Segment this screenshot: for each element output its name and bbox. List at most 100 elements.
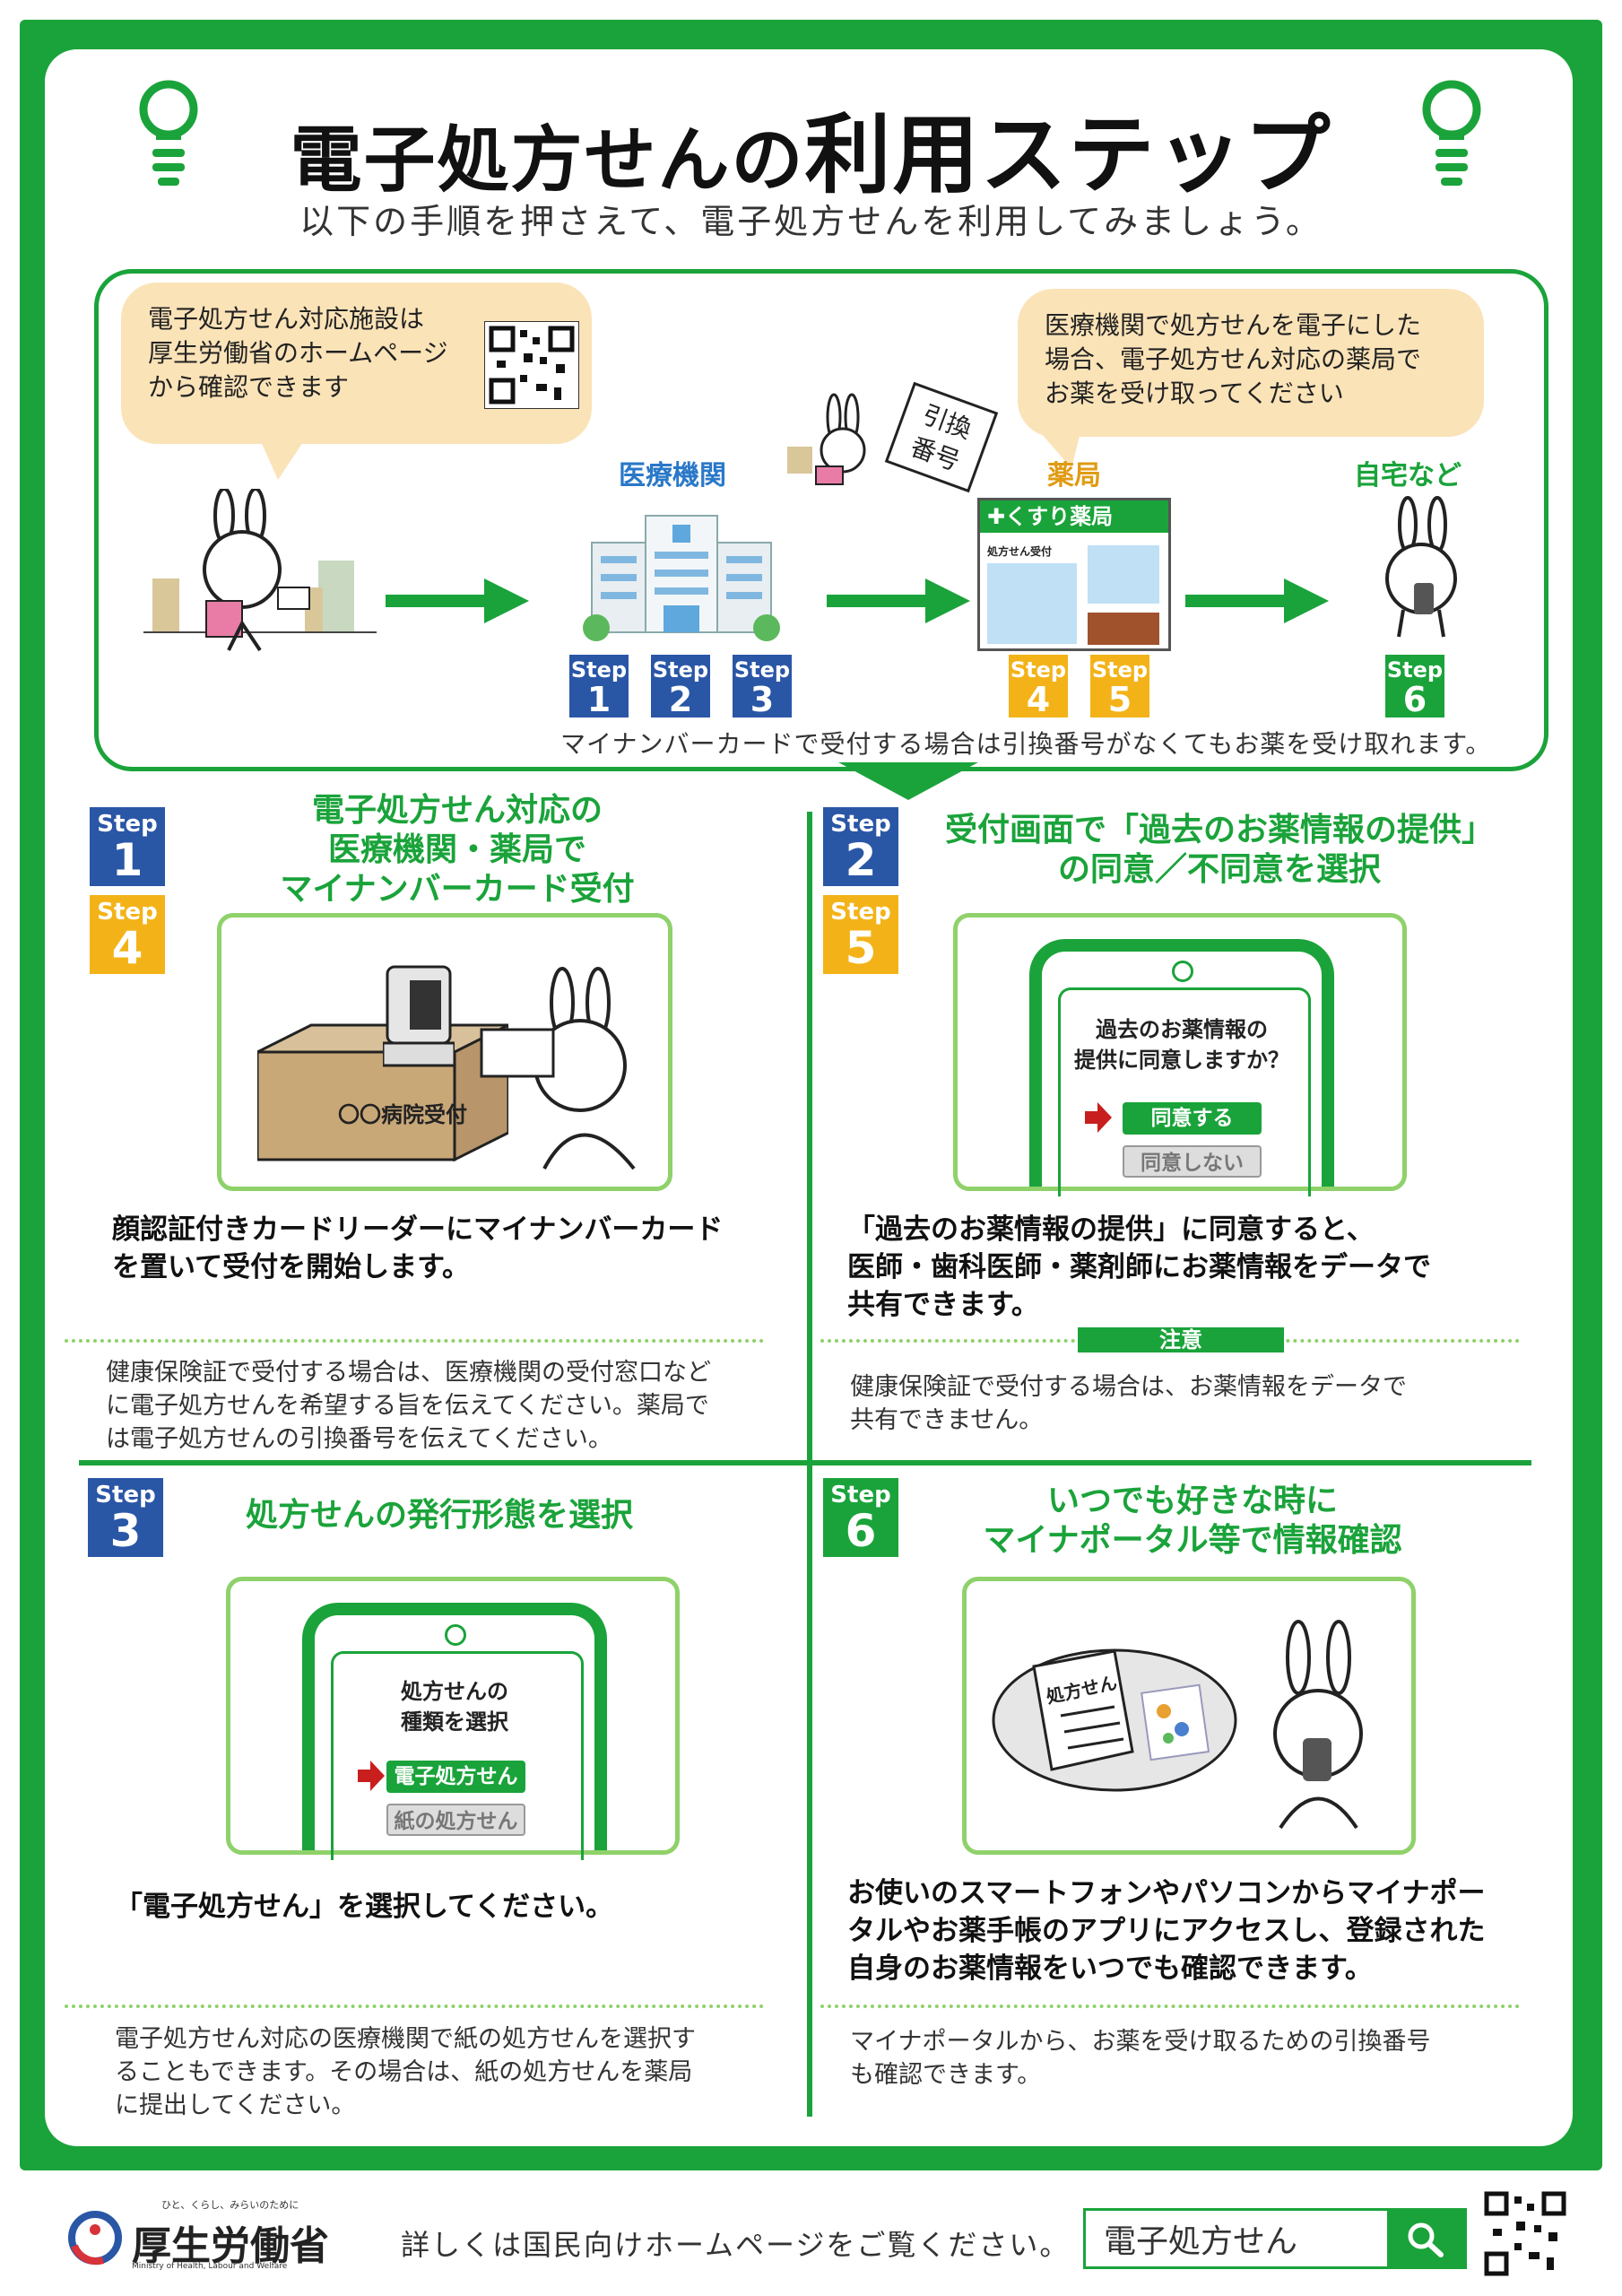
body-line: 共有できます。 <box>847 1289 1039 1321</box>
arrow-right-icon <box>1185 578 1329 623</box>
arrow-right-icon <box>827 578 970 623</box>
pharmacy-building: ✚くすり薬局 処方せん受付 <box>977 498 1171 651</box>
illustration-panel: 処方せん <box>962 1577 1416 1855</box>
face-card-reader <box>383 965 455 1067</box>
section-body: 「過去のお薬情報の提供」に同意すると、 医師・歯科医師・薬剤師にお薬情報をデータ… <box>847 1211 1511 1324</box>
illustration-panel: 過去のお薬情報の 提供に同意しますか？ 同意する 同意しない <box>953 913 1407 1196</box>
logo-english: Ministry of Health, Labour and Welfare <box>132 2262 288 2271</box>
search-box[interactable] <box>1083 2208 1467 2269</box>
agree-button[interactable]: 同意する <box>1123 1102 1262 1135</box>
footer-text: 詳しくは国民向けホームページをご覧ください。 <box>401 2228 1071 2262</box>
body-line: タルやお薬手帳のアプリにアクセスし、登録された <box>847 1915 1486 1947</box>
bubble-text: 厚生労働省のホームページ <box>148 338 448 368</box>
section-body: 顔認証付きカードリーダーにマイナンバーカード を置いて受付を開始します。 <box>112 1211 776 1286</box>
question-line: 種類を選択 <box>401 1709 508 1735</box>
dotted-separator <box>65 2005 764 2008</box>
page-subtitle: 以下の手順を押さえて、電子処方せんを利用してみましょう。 <box>299 202 1323 241</box>
reception-desk <box>257 1023 508 1162</box>
bunny-mascot-phone <box>1385 496 1457 638</box>
bunny-mascot-card <box>480 967 636 1170</box>
note-line: は電子処方せんの引換番号を伝えてください。 <box>106 1425 612 1453</box>
bunny-mascot-phone <box>1273 1620 1363 1830</box>
pharmacy-sign-text: くすり薬局 <box>1005 504 1114 529</box>
ministry-logo[interactable]: ひと、くらし、みらいのために 厚生労働省 Ministry of Health,… <box>67 2197 336 2278</box>
camera-dot <box>445 1624 466 1646</box>
e-prescription-button[interactable]: 電子処方せん <box>386 1761 525 1793</box>
note-line: 電子処方せん対応の医療機関で紙の処方せんを選択す <box>115 2025 696 2053</box>
heading-line: マイナンバーカード受付 <box>280 871 635 908</box>
tablet-screen: 処方せんの 種類を選択 電子処方せん 紙の処方せん <box>302 1603 607 1860</box>
tablet-screen: 過去のお薬情報の 提供に同意しますか？ 同意する 同意しない <box>1029 939 1334 1196</box>
page-title: 電子処方せんの利用ステップ <box>290 105 1332 205</box>
camera-dot <box>1172 961 1193 982</box>
heading-line: の同意／不同意を選択 <box>1057 851 1381 888</box>
dotted-separator <box>65 1339 764 1343</box>
disagree-button[interactable]: 同意しない <box>1123 1145 1262 1178</box>
section-heading: いつでも好きな時に マイナポータル等で情報確認 <box>924 1482 1462 1561</box>
bubble-tail <box>260 439 305 480</box>
body-line: お使いのスマートフォンやパソコンからマイナポー <box>847 1877 1486 1909</box>
hospital-building <box>583 515 780 641</box>
heading-line: 受付画面で「過去のお薬情報の提供」 <box>944 812 1494 848</box>
search-input[interactable] <box>1086 2211 1382 2266</box>
down-pointer <box>838 762 978 800</box>
section-body: お使いのスマートフォンやパソコンからマイナポー タルやお薬手帳のアプリにアクセス… <box>847 1874 1529 1987</box>
logo-tagline: ひと、くらし、みらいのために <box>161 2199 299 2211</box>
pharmacy-sign: ✚くすり薬局 <box>980 500 1168 533</box>
flow-footnote: マイナンバーカードで受付する場合は引換番号がなくてもお薬を受け取れます。 <box>560 729 1492 759</box>
consent-question: 過去のお薬情報の 提供に同意しますか？ <box>1058 1014 1305 1075</box>
section-note: 健康保険証で受付する場合は、お薬情報をデータで 共有できません。 <box>850 1370 1514 1437</box>
body-line: 医師・歯科医師・薬剤師にお薬情報をデータで <box>847 1251 1431 1283</box>
pharmacy-window <box>1088 545 1159 604</box>
section-note: 健康保険証で受付する場合は、医療機関の受付窓口など に電子処方せんを希望する旨を… <box>106 1356 787 1456</box>
note-line: ることもできます。その場合は、紙の処方せんを薬局 <box>115 2058 693 2086</box>
bunny-mascot-walking <box>143 489 377 652</box>
section-note: マイナポータルから、お薬を受け取るための引換番号 も確認できます。 <box>850 2025 1514 2092</box>
reception-label: 〇〇病院受付 <box>338 1102 467 1127</box>
lightbulb-icon <box>139 80 198 186</box>
pharmacy-door <box>987 563 1077 644</box>
bubble-text: お薬を受け取ってください <box>1045 378 1344 408</box>
screen-area <box>331 1651 584 1860</box>
section-note: 電子処方せん対応の医療機関で紙の処方せんを選択す ることもできます。その場合は、… <box>115 2022 796 2122</box>
info-bubble-right: 医療機関で処方せんを電子にした 場合、電子処方せん対応の薬局で お薬を受け取って… <box>1018 289 1484 437</box>
bubble-text: 場合、電子処方せん対応の薬局で <box>1045 344 1422 374</box>
note-line: 共有できません。 <box>850 1406 1044 1434</box>
body-line: 自身のお薬情報をいつでも確認できます。 <box>847 1952 1373 1985</box>
body-line: 顔認証付きカードリーダーにマイナンバーカード <box>112 1213 724 1246</box>
thought-bubble <box>992 1648 1237 1792</box>
search-button[interactable] <box>1387 2211 1464 2266</box>
heading-line: 電子処方せん対応の <box>311 792 603 829</box>
qr-code-icon[interactable] <box>484 321 579 409</box>
section-heading: 電子処方せん対応の 医療機関・薬局で マイナンバーカード受付 <box>206 791 708 909</box>
bubble-text: 電子処方せん対応施設は <box>148 304 425 334</box>
bubble-text: から確認できます <box>148 372 350 402</box>
question-line: 処方せんの <box>401 1679 508 1704</box>
note-line: 健康保険証で受付する場合は、医療機関の受付窓口など <box>106 1359 711 1387</box>
pharmacy-counter-label: 処方せん受付 <box>987 545 1053 558</box>
heading-line: 医療機関・薬局で <box>327 831 586 868</box>
question-line: 提供に同意しますか？ <box>1074 1048 1289 1073</box>
heading-line: マイナポータル等で情報確認 <box>983 1522 1402 1559</box>
illustration-panel: 処方せんの 種類を選択 電子処方せん 紙の処方せん <box>226 1577 680 1860</box>
section-body: 「電子処方せん」を選択してください。 <box>115 1891 614 1923</box>
place-label-hospital: 医療機関 <box>619 460 726 491</box>
qr-code-icon[interactable] <box>1484 2191 1566 2276</box>
pharmacy-planter <box>1088 613 1159 645</box>
bubble-tail <box>1040 432 1080 468</box>
note-line: マイナポータルから、お薬を受け取るための引換番号 <box>850 2028 1431 2056</box>
bunny-mascot-running <box>787 393 866 485</box>
type-question: 処方せんの 種類を選択 <box>331 1676 578 1737</box>
note-line: も確認できます。 <box>850 2061 1042 2089</box>
paper-prescription-button[interactable]: 紙の処方せん <box>386 1804 525 1836</box>
